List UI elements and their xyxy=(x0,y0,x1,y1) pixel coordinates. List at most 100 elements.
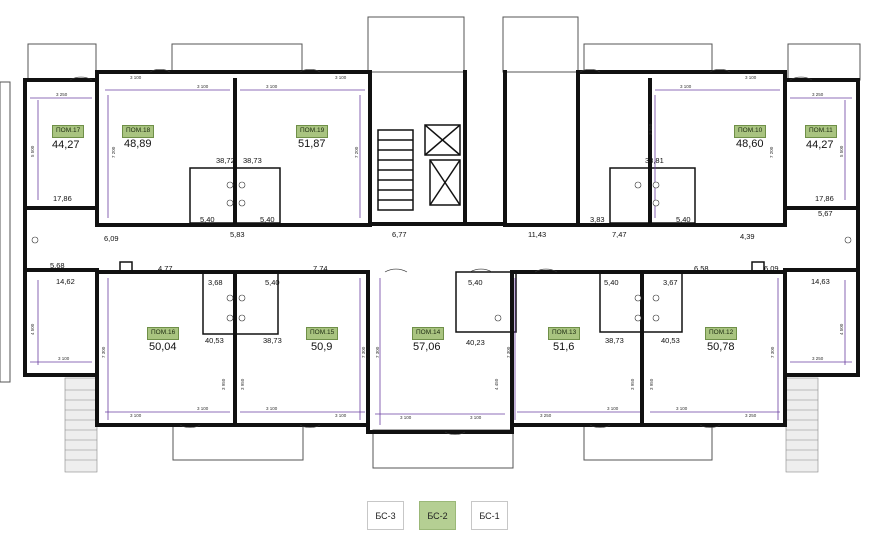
dimension-label: 3 950 xyxy=(221,378,226,390)
room-area-11: 44,27 xyxy=(806,139,834,151)
area-label: 40,53 xyxy=(205,336,224,345)
area-label: 17,86 xyxy=(53,194,72,203)
area-label: 5,40 xyxy=(604,278,619,287)
dimension-label: 3 100 xyxy=(400,415,412,420)
shaft-2 xyxy=(429,159,461,206)
area-label: 5,40 xyxy=(676,215,691,224)
dimension-label: 3 100 xyxy=(130,413,142,418)
room-area-18: 48,89 xyxy=(124,138,152,150)
stair-right xyxy=(785,377,819,473)
room-tag-10[interactable]: ПОМ.10 xyxy=(734,125,767,138)
dimension-label: 5 500 xyxy=(839,145,844,157)
balcony-bottom-16-15 xyxy=(172,423,304,461)
balcony-top-10 xyxy=(583,43,713,73)
room-area-14: 57,06 xyxy=(413,341,441,353)
area-label: 4,39 xyxy=(740,232,755,241)
dimension-label: 7 200 xyxy=(769,146,774,158)
stair-left xyxy=(64,377,98,473)
balcony-bottom-14 xyxy=(372,429,514,469)
area-label: 14,62 xyxy=(56,277,75,286)
column-left xyxy=(119,261,133,273)
dimension-label: 3 250 xyxy=(745,413,757,418)
area-label: 38,73 xyxy=(243,156,262,165)
room-area-15: 50,9 xyxy=(311,341,333,353)
column-right xyxy=(751,261,765,273)
balcony-top-18-19 xyxy=(171,43,303,73)
area-label: 38,73 xyxy=(605,336,624,345)
area-label: 5,40 xyxy=(200,215,215,224)
section-button-bs1[interactable]: БС-1 xyxy=(471,501,508,530)
section-button-bs2[interactable]: БС-2 xyxy=(419,501,456,530)
room-tag-16[interactable]: ПОМ.16 xyxy=(147,327,180,340)
entrance-bay-left xyxy=(367,16,465,73)
dimension-label: 7 300 xyxy=(375,346,380,358)
area-label: 40,23 xyxy=(466,338,485,347)
area-label: 38,81 xyxy=(645,156,664,165)
area-label: 14,63 xyxy=(811,277,830,286)
balcony-top-17 xyxy=(27,43,97,81)
floor-plan xyxy=(0,16,861,473)
room-tag-18[interactable]: ПОМ.18 xyxy=(122,125,155,138)
area-label: 7,74 xyxy=(313,264,328,273)
room-tag-19[interactable]: ПОМ.19 xyxy=(296,125,329,138)
area-label: 6,09 xyxy=(764,264,779,273)
room-area-12: 50,78 xyxy=(707,341,735,353)
room-area-16: 50,04 xyxy=(149,341,177,353)
dimension-label: 3 950 xyxy=(630,378,635,390)
dimension-label: 3 100 xyxy=(335,75,347,80)
area-label: 5,40 xyxy=(468,278,483,287)
dimension-label: 7 200 xyxy=(111,146,116,158)
area-label: 40,53 xyxy=(661,336,680,345)
shaft-1 xyxy=(424,124,461,156)
dimension-label: 3 250 xyxy=(56,92,68,97)
dimension-label: 3 100 xyxy=(197,84,209,89)
area-label: 3,83 xyxy=(590,215,605,224)
dimension-label: 3 100 xyxy=(335,413,347,418)
area-label: 17,86 xyxy=(815,194,834,203)
dimension-label: 3 250 xyxy=(812,92,824,97)
room-area-17: 44,27 xyxy=(52,139,80,151)
dimension-label: 7 300 xyxy=(101,346,106,358)
area-label: 3,68 xyxy=(208,278,223,287)
room-tag-17[interactable]: ПОМ.17 xyxy=(52,125,85,138)
bath-block-top-right xyxy=(609,167,696,224)
area-label: 6,77 xyxy=(392,230,407,239)
room-tag-15[interactable]: ПОМ.15 xyxy=(306,327,339,340)
area-label: 5,40 xyxy=(265,278,280,287)
room-area-13: 51,6 xyxy=(553,341,575,353)
area-label: 5,67 xyxy=(818,209,833,218)
neighbor-section-left xyxy=(0,81,11,383)
area-label: 6,58 xyxy=(694,264,709,273)
dimension-label: 7 200 xyxy=(354,146,359,158)
bath-block-bottom-right xyxy=(599,271,683,333)
room-tag-12[interactable]: ПОМ.12 xyxy=(705,327,738,340)
room-area-19: 51,87 xyxy=(298,138,326,150)
dimension-label: 3 250 xyxy=(812,356,824,361)
area-label: 11,43 xyxy=(528,230,547,239)
dimension-label: 4 500 xyxy=(30,323,35,335)
dimension-label: 7 300 xyxy=(506,346,511,358)
area-label: 4,77 xyxy=(158,264,173,273)
area-label: 5,83 xyxy=(230,230,245,239)
dimension-label: 3 250 xyxy=(540,413,552,418)
dimension-label: 3 100 xyxy=(266,84,278,89)
dimension-label: 3 100 xyxy=(470,415,482,420)
bath-block-bottom-mid xyxy=(455,271,517,333)
area-label: 38,73 xyxy=(263,336,282,345)
entrance-bay-right xyxy=(502,16,579,73)
dimension-label: 3 100 xyxy=(745,75,757,80)
dimension-label: 3 950 xyxy=(649,378,654,390)
dimension-label: 3 100 xyxy=(58,356,70,361)
room-tag-11[interactable]: ПОМ.11 xyxy=(805,125,837,138)
area-label: 38,72 xyxy=(216,156,235,165)
dimension-label: 3 100 xyxy=(676,406,688,411)
room-tag-13[interactable]: ПОМ.13 xyxy=(548,327,581,340)
dimension-label: 3 950 xyxy=(240,378,245,390)
section-selector: БС-3 БС-2 БС-1 xyxy=(367,501,508,530)
area-label: 3,67 xyxy=(663,278,678,287)
dimension-label: 3 100 xyxy=(680,84,692,89)
area-label: 5,68 xyxy=(50,261,65,270)
section-button-bs3[interactable]: БС-3 xyxy=(367,501,404,530)
room-tag-14[interactable]: ПОМ.14 xyxy=(412,327,445,340)
dimension-label: 3 950 xyxy=(648,123,653,135)
